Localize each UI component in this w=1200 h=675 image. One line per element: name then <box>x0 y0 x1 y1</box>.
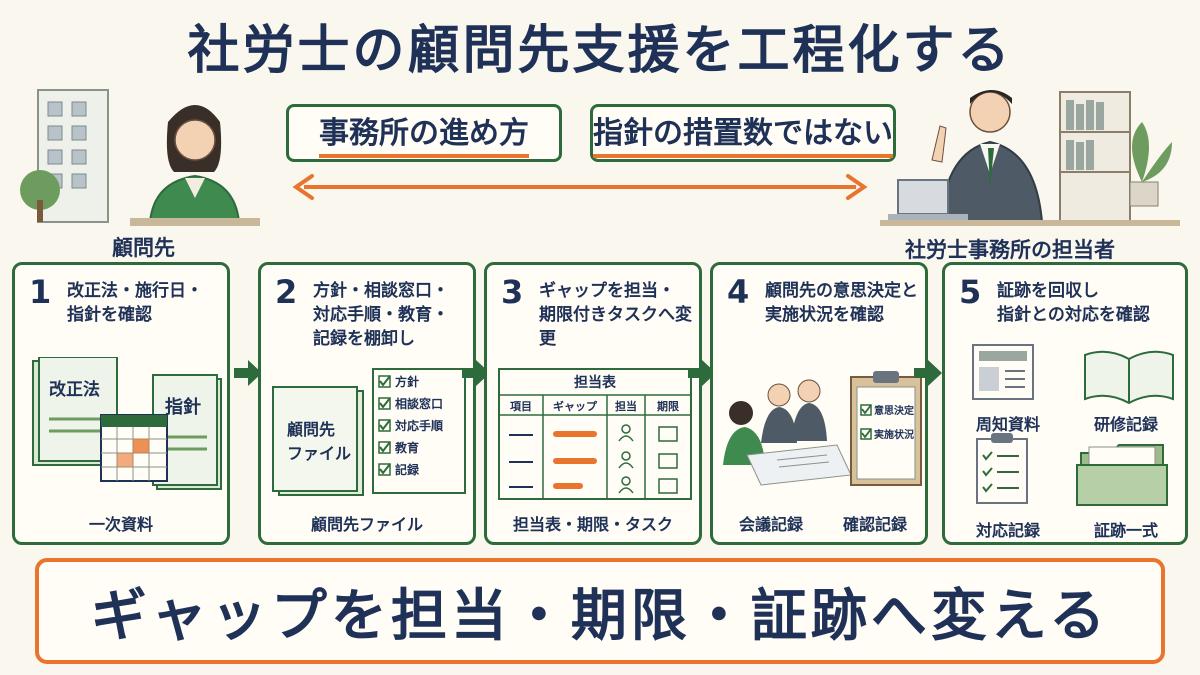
table-rows <box>509 424 678 494</box>
step-5-card: 5 証跡を回収し 指針との対応を確認 周知資料 研修記録 対応記録 証跡一式 <box>942 262 1188 545</box>
doc-label-revised-law: 改正法 <box>49 379 100 400</box>
step-description: 改正法・施行日・ 指針を確認 <box>67 281 203 325</box>
page-title: 社労士の顧問先支援を工程化する <box>187 21 1013 81</box>
clipboard-item: 実施状況 <box>874 428 914 441</box>
step-caption-right: 確認記録 <box>842 515 907 534</box>
step-caption: 担当表・期限・タスク <box>512 515 673 534</box>
flow-arrow-icon <box>234 360 262 386</box>
approach-tag-text: 事務所の進め方 <box>319 108 529 158</box>
table-header: 項目 <box>510 400 532 413</box>
approach-tag: 事務所の進め方 <box>286 104 562 162</box>
flow-arrow-icon <box>688 360 716 386</box>
step-number: 2 <box>275 273 298 311</box>
step-2-card: 2 方針・相談窓口・ 対応手順・教育・ 記録を棚卸し 顧問先 ファイル 方針相談… <box>258 262 476 545</box>
checkbox-icon <box>378 419 391 432</box>
flow-arrow-icon <box>462 360 490 386</box>
checkbox-icon <box>378 397 391 410</box>
step-description: 方針・相談窓口・ 対応手順・教育・ 記録を棚卸し <box>313 281 449 349</box>
item-caption: 対応記録 <box>975 521 1040 540</box>
checklist-item: 相談窓口 <box>395 396 443 411</box>
client-label: 顧問先 <box>112 236 175 260</box>
step-number: 5 <box>959 273 982 311</box>
clipboard-item: 意思決定 <box>874 404 914 417</box>
step-1-card: 1 改正法・施行日・ 指針を確認 改正法 指針 一次資料 <box>12 262 230 545</box>
step-description: 証跡を回収し 指針との対応を確認 <box>997 281 1150 325</box>
step-caption: 一次資料 <box>88 515 153 534</box>
check-mark-icon <box>379 375 391 387</box>
checkbox-icon <box>378 375 391 388</box>
step-caption: 顧問先ファイル <box>310 515 423 534</box>
step-number: 1 <box>29 273 52 311</box>
table-header: 期限 <box>657 399 679 413</box>
client-illustration <box>20 89 260 226</box>
step-description: ギャップを担当・ 期限付きタスクへ変更 <box>539 281 692 349</box>
office-staff-label: 社労士事務所の担当者 <box>905 238 1115 262</box>
double-arrow-icon <box>292 174 868 200</box>
newsletter-book-icons <box>972 344 1174 405</box>
file-label-line2: ファイル <box>287 444 351 463</box>
step-3-card: 3 ギャップを担当・ 期限付きタスクへ変更 担当表 項目 ギャップ 担当 期限 … <box>484 262 702 545</box>
not-count-tag: 指針の措置数ではない <box>590 104 896 162</box>
table-title: 担当表 <box>574 374 617 391</box>
checklist-item: 記録 <box>395 462 420 477</box>
check-mark-icon <box>379 397 391 409</box>
table-header: 担当 <box>615 399 637 413</box>
meeting-clipboard-icon: 意思決定 実施状況 <box>723 371 922 486</box>
table-header: ギャップ <box>553 399 598 413</box>
doc-label-guideline: 指針 <box>165 396 201 418</box>
documents-calendar-icon: 改正法 指針 <box>32 357 222 490</box>
check-mark-icon <box>379 441 391 453</box>
check-mark-icon <box>379 419 391 431</box>
step-number: 4 <box>727 273 750 311</box>
item-caption: 証跡一式 <box>1093 521 1158 540</box>
item-caption: 周知資料 <box>975 415 1040 434</box>
bottom-banner: ギャップを担当・期限・証跡へ変える <box>35 558 1165 664</box>
checkbox-icon <box>378 463 391 476</box>
checklist-item: 教育 <box>394 440 419 455</box>
checklist-item: 方針 <box>395 374 419 389</box>
check-mark-icon <box>379 463 391 475</box>
clipboard-folder-icons <box>976 433 1168 506</box>
not-count-tag-text: 指針の措置数ではない <box>593 108 893 158</box>
assignment-table: 担当表 項目 ギャップ 担当 期限 <box>498 368 692 500</box>
bottom-banner-text: ギャップを担当・期限・証跡へ変える <box>90 583 1110 649</box>
step-caption-left: 会議記録 <box>738 515 803 534</box>
step-description: 顧問先の意思決定と 実施状況を確認 <box>765 281 918 325</box>
step-number: 3 <box>501 273 524 311</box>
checklist-item: 対応手順 <box>394 418 444 433</box>
consultant-illustration <box>880 90 1180 226</box>
checkbox-icon <box>378 441 391 454</box>
step-4-card: 4 顧問先の意思決定と 実施状況を確認 意思決定 実施状況 会議記録 確認記録 <box>710 262 928 545</box>
item-caption: 研修記録 <box>1093 415 1158 434</box>
flow-arrow-icon <box>914 360 942 386</box>
file-label-line1: 顧問先 <box>287 420 335 439</box>
